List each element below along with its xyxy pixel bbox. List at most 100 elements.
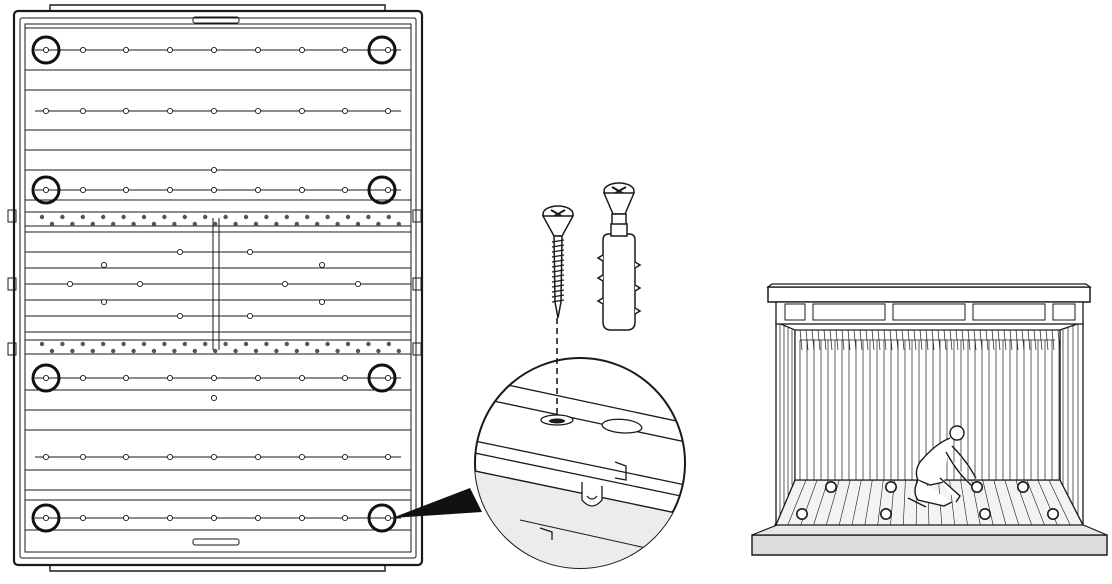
seam-stud	[366, 341, 371, 347]
screw-hole	[298, 107, 306, 115]
screw-hole	[254, 107, 262, 115]
floor-plank	[1026, 479, 1045, 526]
seam-stud	[253, 348, 259, 354]
shed-anchor-markers	[795, 480, 1060, 520]
anchor-ridge	[634, 284, 642, 292]
rafter	[1051, 329, 1055, 351]
shed-anchor-circle	[978, 507, 991, 520]
rafter	[817, 329, 821, 351]
seam-stud	[203, 214, 208, 220]
floor-plank	[838, 479, 851, 526]
seam-stud	[345, 214, 351, 220]
rafter	[985, 329, 989, 351]
seam-stud	[101, 214, 106, 220]
screw-hole	[246, 248, 254, 256]
screw-thread	[551, 289, 565, 293]
rafter	[919, 329, 923, 351]
rafter	[1045, 329, 1049, 351]
seam-stud	[223, 214, 228, 220]
screw-hole	[42, 374, 50, 382]
rafter	[1057, 329, 1061, 351]
screw-hole	[42, 107, 50, 115]
rafter	[1009, 329, 1013, 351]
screw-thread	[551, 254, 565, 258]
seam-stud	[172, 348, 177, 354]
seam-stud	[253, 221, 259, 227]
screw-hole	[341, 186, 349, 194]
rafter	[889, 329, 893, 351]
person-figure	[907, 425, 977, 508]
seam-stud	[264, 341, 269, 347]
seam-stud	[366, 214, 371, 220]
seam-stud	[284, 214, 289, 220]
seam-stud	[111, 348, 116, 354]
screw-hole	[166, 46, 174, 54]
floor-panel-diagram	[7, 4, 424, 572]
shed-anchor-circle	[1047, 507, 1060, 520]
rafter	[895, 329, 899, 351]
seam-stud	[315, 348, 320, 354]
anchor-ridge	[596, 297, 604, 305]
seam-stud	[80, 214, 86, 220]
screw-hole	[341, 46, 349, 54]
floor-plank	[1048, 479, 1071, 526]
seam-stud	[386, 214, 391, 220]
seam-stud	[80, 341, 86, 347]
rafter	[847, 329, 851, 351]
rafter	[877, 329, 881, 351]
seam-stud	[70, 348, 75, 354]
anchor-circle	[31, 503, 61, 533]
seam-stud	[376, 221, 381, 227]
screw-thread	[551, 264, 565, 268]
detail-leader	[392, 488, 482, 518]
anchor-ridge	[634, 307, 642, 315]
screw-hole	[166, 374, 174, 382]
anchor-point-markers	[31, 35, 397, 533]
floor-plank	[960, 479, 968, 526]
seam-stud	[274, 348, 279, 354]
screw-hole	[281, 280, 289, 288]
floor-plank	[903, 479, 906, 526]
seam-stud	[335, 348, 340, 354]
seam-stud	[305, 341, 310, 347]
screw-hole	[298, 374, 306, 382]
rafter	[1021, 329, 1025, 351]
screw-hole	[100, 298, 108, 306]
seam-stud	[243, 214, 249, 220]
screw-hole	[42, 514, 50, 522]
rafter	[799, 329, 803, 351]
screw-hole	[298, 186, 306, 194]
screw-hole	[341, 107, 349, 115]
screw-hole	[298, 514, 306, 522]
screw-hole	[166, 453, 174, 461]
seam-stud	[121, 341, 126, 347]
screw-hole	[136, 280, 144, 288]
seam-stud	[233, 221, 238, 227]
screw-hole	[42, 46, 50, 54]
seam-stud	[325, 214, 330, 220]
seam-stud	[101, 341, 106, 347]
screw-hole	[176, 312, 184, 320]
seam-stud	[192, 348, 197, 354]
screw-hole	[79, 514, 87, 522]
screw-hole	[42, 453, 50, 461]
seam-stud	[182, 341, 187, 347]
seam-stud	[396, 348, 401, 354]
floor-plank	[1004, 479, 1020, 526]
screw-hole	[384, 46, 392, 54]
screw-thread	[551, 299, 565, 303]
anchor-circle	[31, 175, 61, 205]
seam-stud	[60, 214, 65, 220]
anchor-ridge	[634, 261, 642, 269]
rafter	[991, 329, 995, 351]
seam-stud	[111, 221, 116, 227]
floor-plank	[982, 479, 994, 526]
shed-anchor-circle	[879, 507, 892, 520]
screw-hole	[384, 107, 392, 115]
rafter	[865, 329, 869, 351]
rafter	[1033, 329, 1037, 351]
seam-stud	[90, 221, 96, 227]
rafter	[871, 329, 875, 351]
screw-hole	[384, 514, 392, 522]
seam-stud	[335, 221, 340, 227]
